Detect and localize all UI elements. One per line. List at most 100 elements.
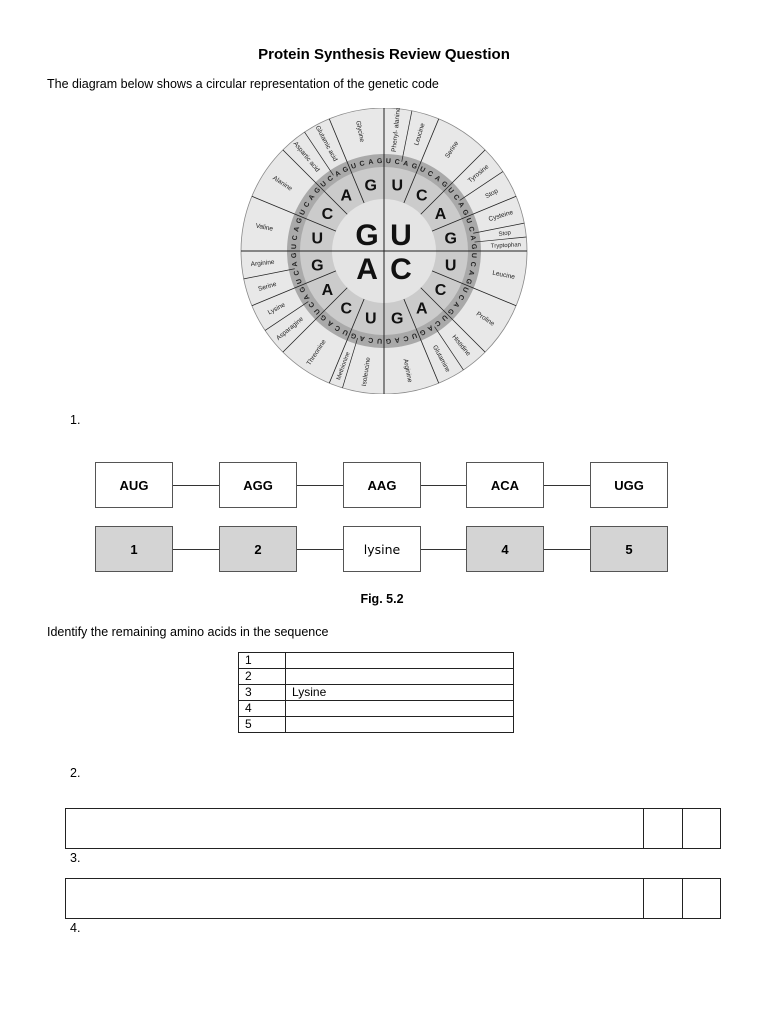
third-base-letter: G: [410, 163, 418, 172]
divider: [643, 879, 644, 918]
amino-acid-divider: [474, 236, 527, 243]
third-base-letter: G: [385, 337, 391, 344]
instruction-text: Identify the remaining amino acids in th…: [47, 625, 329, 639]
question-2-number: 2.: [70, 766, 81, 780]
third-base-letter: G: [291, 252, 298, 258]
amino-acid-label: Phenyl- alanine: [391, 108, 402, 152]
sector-line: [431, 270, 517, 307]
third-base-letter: C: [469, 261, 477, 267]
third-base-letter: G: [299, 285, 308, 293]
connector-line: [173, 485, 219, 486]
third-base-letter: C: [433, 319, 441, 328]
second-base-letter: A: [416, 301, 428, 318]
amino-acid-box: 5: [590, 526, 668, 572]
third-base-letter: U: [291, 244, 298, 249]
connector-line: [421, 485, 466, 486]
amino-acid-divider: [401, 110, 413, 162]
third-base-letter: C: [308, 300, 317, 308]
third-base-letter: U: [313, 307, 322, 315]
third-base-letter: A: [293, 226, 301, 233]
third-base-letter: C: [293, 269, 301, 276]
third-base-letter: A: [368, 159, 374, 167]
second-base-letter: C: [416, 187, 428, 204]
third-base-letter: U: [377, 337, 382, 344]
second-base-letter: U: [391, 177, 403, 194]
sector-line: [403, 118, 440, 204]
second-base-letter: U: [365, 311, 377, 328]
answer-cell[interactable]: [285, 700, 514, 717]
amino-acid-divider: [304, 131, 334, 176]
connector-line: [297, 549, 343, 550]
third-base-letter: C: [292, 235, 300, 241]
third-base-letter: U: [461, 285, 469, 293]
third-base-letter: C: [394, 159, 400, 167]
intro-text: The diagram below shows a circular repre…: [47, 77, 439, 91]
third-base-letter: A: [467, 269, 475, 276]
third-base-letter: U: [350, 163, 357, 171]
answer-box-3[interactable]: [65, 878, 721, 919]
table-row: 2: [238, 668, 514, 685]
third-base-letter: G: [470, 244, 477, 250]
third-base-letter: A: [359, 334, 366, 342]
row-number: 3: [238, 684, 286, 701]
third-base-letter: U: [296, 278, 304, 285]
third-base-letter: C: [456, 293, 465, 301]
third-base-letter: U: [299, 209, 307, 217]
third-base-letter: G: [464, 277, 473, 285]
amino-acid-divider: [434, 326, 464, 371]
row-number: 5: [238, 716, 286, 733]
amino-acid-divider: [264, 301, 309, 331]
third-base-letter: U: [418, 166, 426, 174]
connector-line: [421, 549, 466, 550]
amino-acid-label: Arginine: [250, 259, 275, 268]
third-base-letter: A: [433, 175, 441, 184]
third-base-letter: C: [452, 194, 461, 202]
third-base-letter: C: [426, 170, 434, 179]
connector-line: [297, 485, 343, 486]
third-base-letter: C: [334, 323, 342, 332]
third-base-letter: G: [377, 158, 383, 165]
answer-cell[interactable]: [285, 716, 514, 733]
third-base-letter: G: [461, 209, 470, 217]
amino-acid-label: Leucine: [492, 270, 516, 281]
third-base-letter: G: [342, 166, 350, 175]
second-base-letter: C: [435, 282, 447, 299]
first-base-letter: A: [356, 253, 378, 286]
connector-line: [544, 549, 590, 550]
answer-cell[interactable]: [285, 668, 514, 685]
third-base-letter: G: [446, 307, 455, 316]
first-base-letter: U: [390, 219, 412, 252]
sector-line: [420, 287, 486, 353]
third-base-letter: A: [394, 336, 400, 344]
question-4-number: 4.: [70, 921, 81, 935]
question-1-number: 1.: [70, 413, 81, 427]
amino-acid-box: 4: [466, 526, 544, 572]
second-base-letter: G: [444, 231, 456, 248]
answer-cell[interactable]: [285, 652, 514, 669]
third-base-letter: U: [386, 158, 391, 165]
table-row: 4: [238, 700, 514, 717]
third-base-letter: C: [368, 336, 374, 344]
sector-line: [328, 118, 365, 204]
amino-acid-box: lysine: [343, 526, 421, 572]
third-base-letter: G: [313, 186, 322, 195]
codon-box: AGG: [219, 462, 297, 508]
answer-cell[interactable]: Lysine: [285, 684, 514, 701]
third-base-letter: G: [418, 328, 426, 337]
table-row: 5: [238, 716, 514, 733]
third-base-letter: A: [292, 261, 300, 267]
third-base-letter: U: [411, 331, 418, 339]
codon-box: UGG: [590, 462, 668, 508]
row-number: 2: [238, 668, 286, 685]
answer-box-2[interactable]: [65, 808, 721, 849]
first-base-letter: C: [390, 253, 412, 286]
third-base-letter: C: [303, 201, 312, 209]
amino-acid-label: Tryptophan: [491, 242, 521, 249]
codon-box: AUG: [95, 462, 173, 508]
divider: [682, 879, 683, 918]
third-base-letter: G: [440, 180, 449, 189]
second-base-letter: A: [435, 206, 447, 223]
third-base-letter: A: [456, 201, 465, 209]
